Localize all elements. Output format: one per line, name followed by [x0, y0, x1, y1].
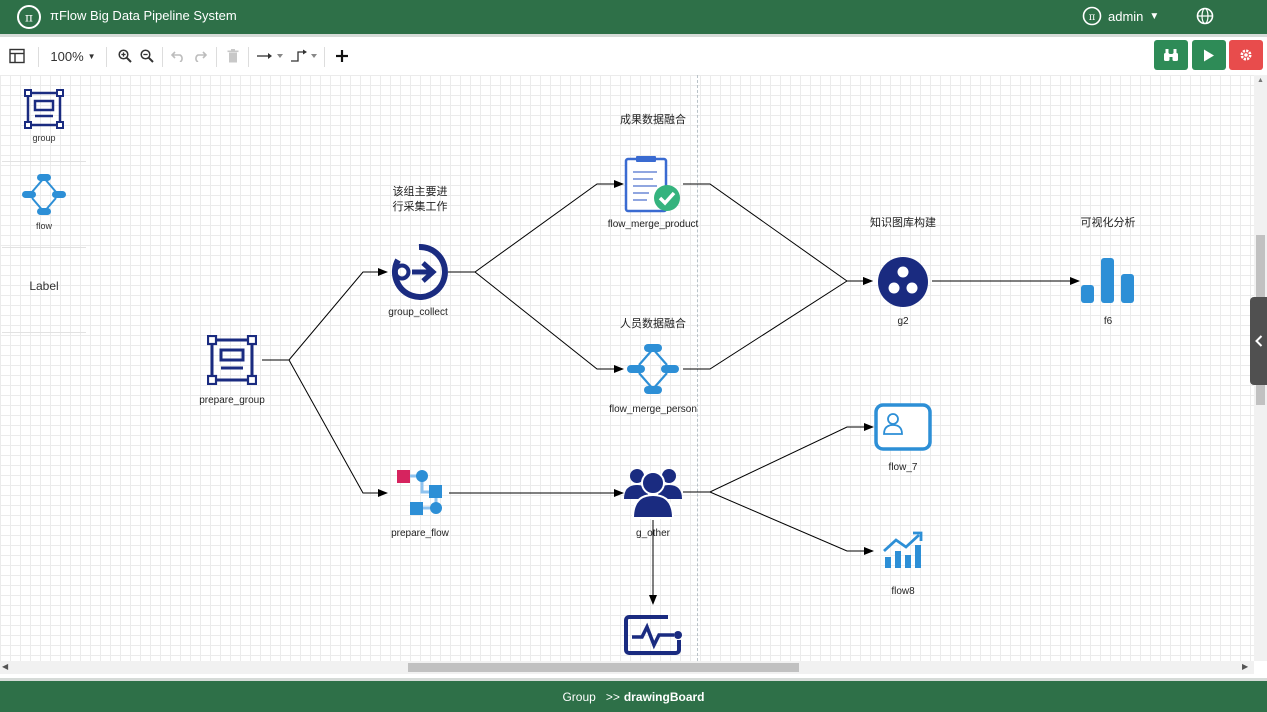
caption-flow-merge-product: 成果数据融合 — [620, 114, 686, 126]
zoom-in-icon[interactable] — [117, 46, 133, 66]
undo-icon[interactable] — [170, 46, 186, 66]
divider — [2, 332, 86, 333]
redo-icon[interactable] — [192, 46, 208, 66]
collect-node-icon[interactable] — [390, 243, 448, 301]
edge-prepare-group-to-prepare-flow[interactable] — [262, 359, 388, 497]
user-profile-icon[interactable] — [874, 403, 932, 451]
zoom-out-icon[interactable] — [139, 46, 155, 66]
caption-flow-merge-person: 人员数据融合 — [620, 318, 686, 330]
pi-logo-icon[interactable]: π — [16, 4, 42, 30]
divider — [162, 47, 163, 67]
clipboard-check-icon[interactable] — [623, 155, 683, 215]
node-label-prepare-flow: prepare_flow — [391, 528, 449, 539]
play-icon — [1204, 49, 1214, 61]
caption-g2: 知识图库构建 — [870, 217, 936, 229]
shape-library: group flow Label — [0, 75, 88, 335]
top-bar: π πFlow Big Data Pipeline System π admin… — [0, 0, 1267, 37]
caption-f6: 可视化分析 — [1080, 217, 1136, 229]
zoom-select[interactable]: 100% ▼ — [50, 46, 96, 66]
username: admin — [1108, 8, 1144, 24]
editor-toolbar: 100% ▼ — [0, 37, 1267, 76]
trend-chart-icon[interactable] — [882, 531, 924, 571]
users-group-icon[interactable] — [623, 463, 683, 519]
flow-icon — [22, 174, 66, 215]
svg-text:π: π — [1089, 12, 1096, 23]
node-label-flow8: flow8 — [891, 586, 915, 597]
horizontal-scroll-thumb[interactable] — [408, 663, 799, 672]
group-icon — [24, 89, 64, 129]
divider — [216, 47, 217, 67]
flow-steps-icon[interactable] — [393, 466, 445, 518]
library-item-label-shape[interactable]: Label — [0, 279, 88, 293]
edge-prepare-group-to-group-collect[interactable] — [262, 268, 388, 361]
node-label-g-other: g_other — [636, 528, 670, 539]
binoculars-icon — [1164, 49, 1178, 61]
divider — [324, 47, 325, 67]
library-item-label: group — [32, 133, 56, 143]
svg-text:π: π — [25, 11, 33, 25]
library-item-flow[interactable]: flow — [0, 171, 88, 231]
edge-g-other-to-flow8[interactable] — [683, 491, 874, 555]
breadcrumb-group[interactable]: Group — [562, 689, 596, 704]
library-item-label: Label — [29, 279, 59, 293]
app-title: πFlow Big Data Pipeline System — [50, 8, 237, 23]
node-label-flow-merge-product: flow_merge_product — [607, 219, 699, 230]
breadcrumb-separator: >> — [605, 689, 620, 704]
edge-g-other-to-flow7[interactable] — [683, 423, 874, 493]
library-item-group[interactable]: group — [0, 87, 88, 143]
page-break-line — [697, 75, 698, 661]
user-pi-icon: π — [1082, 6, 1102, 26]
library-item-label: flow — [35, 221, 52, 231]
waypoint-style-icon[interactable] — [290, 46, 318, 66]
node-label-flow-merge-person: flow_merge_person — [609, 404, 697, 415]
diagram-edges — [262, 180, 1080, 605]
node-label-g2: g2 — [897, 316, 909, 327]
gear-icon — [1240, 49, 1252, 61]
binoculars-button[interactable] — [1154, 40, 1188, 70]
scroll-up-icon[interactable]: ▲ — [1257, 77, 1264, 84]
divider — [2, 161, 86, 162]
node-label-f6: f6 — [1103, 316, 1113, 327]
divider — [248, 47, 249, 67]
user-menu[interactable]: π admin ▼ — [1082, 6, 1159, 26]
horizontal-scrollbar[interactable]: ◀ ▶ — [0, 661, 1254, 674]
breadcrumb-footer: Group >> drawingBoard — [0, 678, 1267, 712]
divider — [106, 47, 107, 67]
globe-icon[interactable] — [1196, 7, 1214, 25]
node-label-flow-7: flow_7 — [888, 462, 918, 473]
caption-group-collect: 该组主要进 行采集工作 — [393, 185, 448, 215]
monitor-pulse-icon[interactable] — [622, 613, 684, 657]
divider — [38, 47, 39, 67]
edge-product-to-g2[interactable] — [683, 183, 873, 285]
edge-person-to-g2[interactable] — [683, 277, 873, 370]
format-panel-icon[interactable] — [8, 46, 26, 66]
breadcrumb-current: drawingBoard — [623, 689, 705, 704]
caret-down-icon: ▼ — [1149, 10, 1160, 22]
node-label-prepare-group: prepare_group — [199, 395, 265, 406]
group-node-icon[interactable] — [207, 335, 257, 385]
flow-node-icon[interactable] — [625, 341, 681, 397]
edge-group-collect-to-person[interactable] — [448, 271, 624, 373]
edge-group-collect-to-product[interactable] — [448, 180, 624, 273]
run-button[interactable] — [1192, 40, 1226, 70]
scroll-left-icon[interactable]: ◀ — [2, 662, 9, 671]
add-icon[interactable] — [334, 46, 350, 66]
settings-button[interactable] — [1229, 40, 1263, 70]
drawing-canvas[interactable]: group flow Label — [0, 75, 1254, 661]
caret-down-icon: ▼ — [87, 51, 96, 61]
graph-node-icon[interactable] — [877, 256, 929, 308]
delete-icon[interactable] — [225, 46, 241, 66]
bar-chart-icon[interactable] — [1081, 258, 1135, 304]
caption-text: 该组主要进 行采集工作 — [392, 186, 448, 213]
node-label-group-collect: group_collect — [388, 307, 448, 318]
divider — [2, 247, 86, 248]
chevron-left-icon — [1254, 335, 1262, 347]
scroll-right-icon[interactable]: ▶ — [1242, 662, 1249, 671]
panel-toggle-button[interactable] — [1250, 297, 1267, 385]
zoom-value: 100% — [50, 48, 84, 64]
connection-style-icon[interactable] — [256, 46, 284, 66]
